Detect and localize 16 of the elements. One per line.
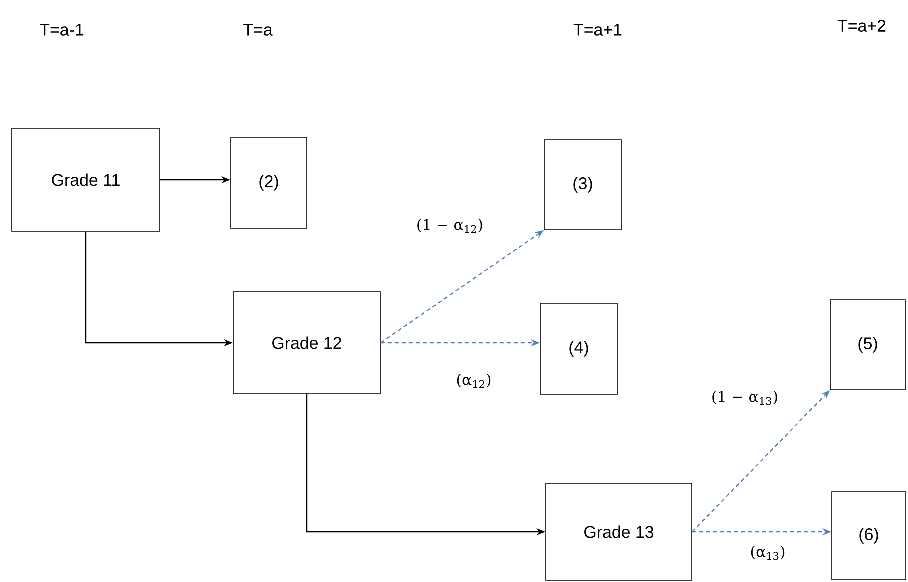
process-box: Grade 13 bbox=[546, 483, 692, 581]
time-label: T=a-1 bbox=[40, 24, 84, 36]
process-box: (5) bbox=[830, 300, 906, 390]
time-label: T=a+1 bbox=[574, 24, 622, 36]
process-box: (2) bbox=[230, 137, 308, 229]
time-label: T=a bbox=[244, 24, 273, 36]
process-box: (4) bbox=[540, 303, 618, 395]
process-box: Grade 11 bbox=[12, 128, 160, 232]
edge-label: (α$_{13}$) bbox=[749, 544, 787, 562]
edge-label: (1 − α$_{12}$) bbox=[415, 218, 485, 234]
edge-label: (1 − α$_{13}$) bbox=[710, 390, 780, 406]
process-box: (6) bbox=[832, 492, 906, 580]
time-label: T=a+2 bbox=[838, 20, 886, 32]
edge-label: (α$_{12}$) bbox=[455, 372, 493, 390]
process-box: Grade 12 bbox=[233, 292, 381, 394]
process-box: (3) bbox=[544, 140, 622, 230]
